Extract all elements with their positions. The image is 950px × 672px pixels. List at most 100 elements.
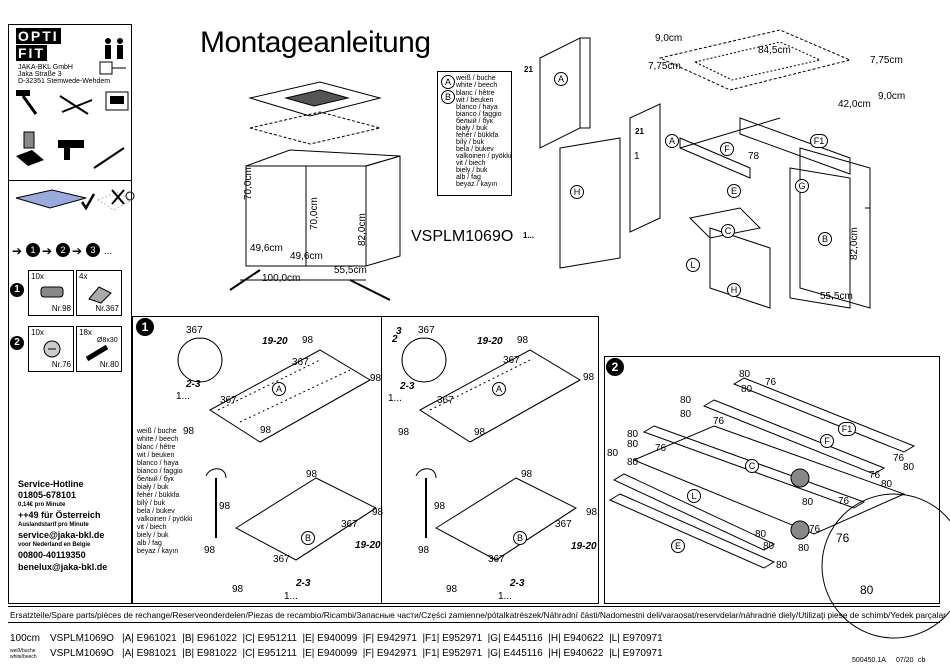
model-number: VSPLM1069O [411,228,514,245]
legend-line: wit / beuken [456,97,494,104]
step1-right-23: 2-3 [400,381,415,392]
glue-gun-icon [58,140,84,160]
parts-row2-list: |A| E981021 |B| E981022 |C| E951211 |E| … [122,648,663,659]
mallet-icon [16,131,44,166]
step1-right-98-d: 98 [474,427,486,438]
step2-76-a: 76 [765,377,777,388]
step1-divider [381,316,382,604]
step1-23-b: 2-3 [296,578,311,589]
step1-1920-b: 19-20 [355,540,381,551]
step1-367-b: 367 [220,395,237,406]
step1-right-98-g: 98 [586,507,598,518]
hotline-phone-nl: 00800-40119350 [18,550,86,560]
step1-right-98-h: 98 [418,545,430,556]
part-label-h: H [570,185,584,199]
hardware-nr: Nr.98 [51,304,71,313]
doc-initials: cb [918,657,926,664]
legend-line: vit / biech [456,160,486,167]
legend-line: bela / bukev [456,146,494,153]
hardware-nr: Nr.76 [51,360,71,369]
step1-right-1dots-b: 1... [498,591,512,602]
spare-parts-label: Ersatzteile/Spare parts/pièces de rechan… [10,610,946,620]
arrow-icon: ➔ [72,244,83,258]
arrow-icon: ➔ [42,244,53,258]
hardware-qty: 4x [79,272,88,281]
step2-76-c: 76 [655,443,667,454]
page-title: Montageanleitung [200,26,431,59]
legend-line: valkoinen / pyökki [456,153,512,160]
dim-side-55: 55,5cm [820,291,853,302]
part-label-g: G [795,179,809,193]
step1-legend-line: biały / buk [137,484,169,491]
hotline-email-de[interactable]: service@jaka-bkl.de [18,530,105,540]
step1-legend-line: vit / biech [137,524,167,531]
step1-right-367-d: 367 [488,554,505,565]
step1-98-e: 98 [306,469,318,480]
hotline-email-nl[interactable]: benelux@jaka-bkl.de [18,562,108,572]
step1-legend-line: bílý / buk [137,500,166,507]
screwdriver-icon [59,95,93,115]
step2-76-e: 76 [869,470,881,481]
step1-part-a-right: A [492,382,506,396]
dim-top-775-left: 7,75cm [648,61,681,72]
step1-367-d: 367 [273,554,290,565]
footer-divider-2 [8,622,940,623]
hammer-icon [16,90,38,115]
step1-23-a: 2-3 [186,379,201,390]
step1-1920-top: 19-20 [262,336,288,347]
legend-line: biały / buk [456,125,488,132]
step1-legend-line: weiß / buche [137,428,177,435]
step1-panel-b-left [205,468,378,561]
step1-legend-line: beyaz / kayın [137,548,179,555]
doc-code: 500450.1A [852,657,886,664]
step1-367-top: 367 [186,325,203,336]
hardware-box-80: 18x Ø8x30 Nr.80 [76,326,122,372]
parts-row2-color: weiß/buche white/beech [10,648,37,660]
step2-80-g: 80 [607,448,619,459]
step1-367-c: 367 [341,519,358,530]
tape-measure-icon [99,61,126,75]
dim-height-82: 82,0cm [357,213,368,246]
dowel-icon [40,286,64,298]
legend-part-b: B [441,90,455,104]
hotline-nl-label: voor Nederland en Belgie [18,542,91,548]
step1-part-a: A [272,382,286,396]
step1-part-b-right: B [513,531,527,545]
wooden-dowel-icon [85,344,109,362]
step2-76-d: 76 [893,453,905,464]
dim-side-82: 82,0cm [849,227,860,260]
step1-right-367-top: 367 [418,325,435,336]
step1-98-f: 98 [219,501,231,512]
step1-legend-line: white / beech [137,436,179,443]
left-sidebar [8,24,132,604]
step-seq-2: 2 [56,243,70,257]
ellipsis: ... [104,246,113,257]
legend-line: bianco / faggio [456,111,502,118]
hardware-box-98: 10x Nr.98 [28,270,74,316]
hardware-qty: 18x [79,328,92,337]
legend-line: alb / fag [456,174,481,181]
step1-right-98-e: 98 [521,469,533,480]
company-city: D-32351 Stemwede-Wehdem [18,78,111,85]
dim-height-70-right: 70,0cm [309,197,320,230]
step2-76-b: 76 [713,416,725,427]
part-label-c: C [721,224,735,238]
step1-right-98-c: 98 [398,427,410,438]
step1-98-g: 98 [372,507,384,518]
legend-line: fehér / bükkfa [456,132,499,139]
step1-right-367-b: 367 [437,395,454,406]
hardware-step-1: 1 [10,283,24,297]
step1-right-2: 2 [392,334,398,345]
step1-panel [132,316,599,604]
step2-80-a: 80 [739,369,751,380]
step1-right-367-c: 367 [555,519,572,530]
legend-line: белый / бук [456,118,493,125]
dim-width-49-right: 49,6cm [290,251,323,262]
step1-panel-b-right [415,468,578,561]
step1-98-d: 98 [260,425,272,436]
step1-98-h: 98 [204,545,216,556]
dim-top-9: 9,0cm [655,33,683,44]
hardware-qty: 10x [31,328,44,337]
people-icon [105,38,123,59]
step2-80-j: 80 [881,479,893,490]
